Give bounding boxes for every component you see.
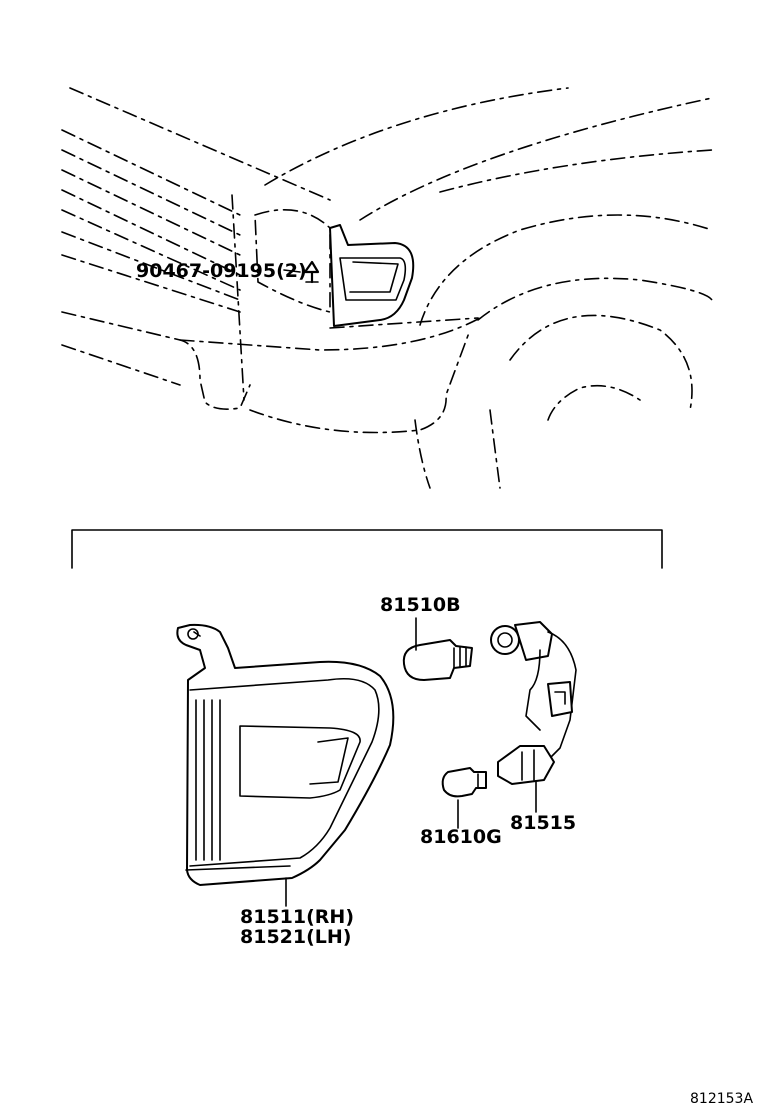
clip-icon (303, 260, 320, 284)
leader-90467 (283, 269, 301, 273)
hood-top-line (264, 87, 569, 186)
grille-bar-3 (61, 169, 241, 256)
hood-edge-line (69, 87, 331, 201)
lamp-housing (176, 623, 395, 886)
main-socket-icon (490, 625, 520, 655)
wheel-arch-line (477, 277, 713, 321)
lens-bottom-edge (185, 865, 291, 871)
main-socket-body (514, 621, 553, 661)
grille-bar-1 (61, 129, 241, 216)
grille-bar-4 (61, 189, 241, 276)
grille-side-line (231, 194, 245, 401)
mount-tab (193, 631, 201, 637)
small-bulb (441, 767, 487, 798)
small-socket-ribs (521, 749, 535, 781)
bumper-lower-line (249, 329, 471, 434)
fender-front-line (329, 317, 479, 329)
installed-lamp-lens (339, 257, 407, 301)
fender-arch-line (419, 214, 713, 326)
grille-bar-5 (61, 209, 241, 291)
group-bracket (71, 529, 663, 569)
bumper-lower-left (61, 344, 181, 386)
label-lamp-lh: 81521(LH) (240, 926, 352, 948)
label-clip-part: 90467-09195(2) (136, 260, 307, 282)
main-socket-inner-icon (497, 632, 513, 648)
tire-tread-line (547, 384, 641, 421)
bulb-base-ridges (453, 646, 467, 669)
mount-hole-icon (187, 628, 199, 640)
connector-icon (547, 681, 573, 717)
amber-lens (239, 725, 361, 799)
harness-wire-2 (525, 649, 541, 731)
small-socket-icon (497, 745, 555, 785)
headlamp-outline (254, 209, 331, 314)
hood-crease-line (359, 97, 713, 221)
tire-inner-line (489, 409, 501, 489)
grille-bar-2 (61, 149, 241, 236)
lens-outer-edge (189, 677, 380, 867)
tire-left-line (414, 419, 431, 489)
bumper-left-corner (61, 311, 251, 410)
vehicle-front-view (61, 87, 713, 489)
label-bulb-small: 81610G (420, 826, 502, 848)
small-bulb-glass-icon (441, 767, 487, 798)
exploded-view (176, 269, 577, 907)
tire-top-line (509, 314, 693, 411)
bulb-glass-icon (402, 639, 473, 681)
socket-harness (490, 621, 577, 785)
label-bulb-main: 81510B (380, 594, 461, 616)
windshield-base-line (439, 149, 713, 193)
grille-bar-6 (61, 231, 241, 301)
label-socket-harness: 81515 (510, 812, 577, 834)
connector-latch (554, 691, 566, 705)
main-bulb (402, 639, 473, 681)
reference-code: 812153A (690, 1091, 754, 1107)
bumper-top-line (179, 317, 481, 351)
grille-bar-7 (61, 254, 241, 313)
amber-lens-highlight (309, 737, 349, 785)
installed-lamp-inner (349, 261, 399, 293)
lens-ribs (195, 699, 221, 861)
label-lamp-rh: 81511(RH) (240, 906, 354, 928)
corner-lamp-assembly (176, 623, 395, 886)
